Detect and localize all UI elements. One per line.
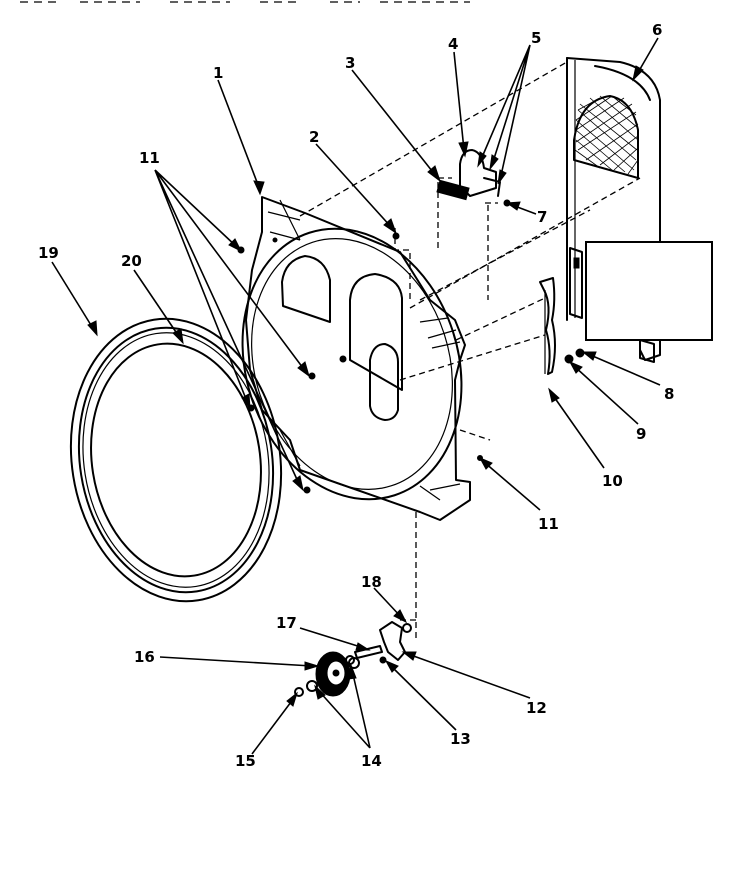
- callout-3: 3: [345, 54, 355, 72]
- callout-14: 14: [361, 752, 382, 770]
- callout-13: 13: [450, 730, 471, 748]
- callout-2: 2: [309, 128, 319, 146]
- callout-6: 6: [652, 21, 662, 39]
- callout-9: 9: [636, 425, 646, 443]
- heater-duct-part: [539, 277, 556, 375]
- lint-duct-part: [436, 149, 501, 201]
- callout-8: 8: [664, 385, 674, 403]
- callout-20: 20: [121, 252, 142, 270]
- blank-label-box: [585, 241, 713, 341]
- leader-lines: [51, 37, 661, 755]
- door-ring-part: [69, 317, 283, 603]
- callout-16: 16: [134, 648, 155, 666]
- callout-18: 18: [361, 573, 382, 591]
- front-bulkhead-part: [241, 196, 471, 521]
- vent-grille: [573, 95, 639, 179]
- callout-4: 4: [448, 35, 458, 53]
- callout-15: 15: [235, 752, 256, 770]
- callout-19: 19: [38, 244, 59, 262]
- callout-7: 7: [537, 208, 547, 226]
- callout-10: 10: [602, 472, 623, 490]
- callout-11-left: 11: [139, 149, 160, 167]
- cabinet-panel: [566, 57, 661, 363]
- callout-1: 1: [213, 64, 223, 82]
- callouts: 1 2 3 4 5 6 7 8 9 10 11 11 12 13 14 15 1…: [38, 21, 674, 770]
- screw-parts: [564, 348, 585, 364]
- callout-11-right: 11: [538, 515, 559, 533]
- callout-17: 17: [276, 614, 297, 632]
- idler-assembly-part: [294, 621, 412, 697]
- callout-5: 5: [531, 29, 541, 47]
- assembly-lines: [299, 61, 641, 640]
- callout-12: 12: [526, 699, 547, 717]
